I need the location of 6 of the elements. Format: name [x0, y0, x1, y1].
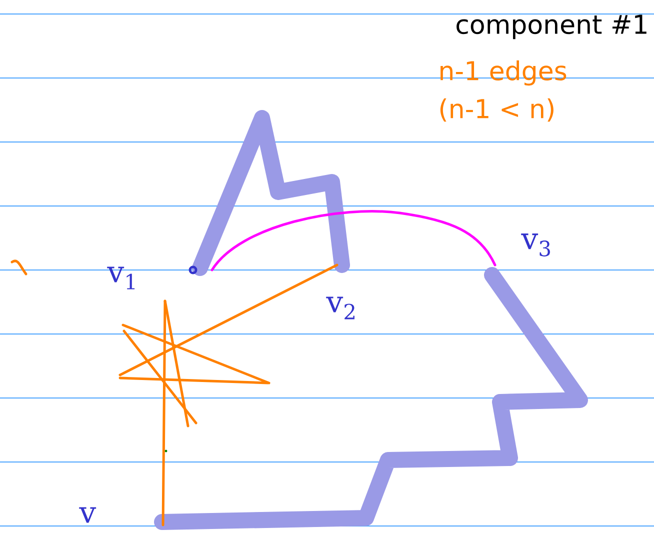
- vertex-label: v$_{2}$: [326, 296, 354, 320]
- vertex-label: v$_{3}$: [521, 234, 550, 256]
- heading-text: component #1: [456, 14, 646, 40]
- vertex-label: v$_{1}$: [107, 266, 135, 290]
- vertex-label: v: [79, 507, 96, 523]
- note-text: (n-1 < n): [440, 98, 554, 122]
